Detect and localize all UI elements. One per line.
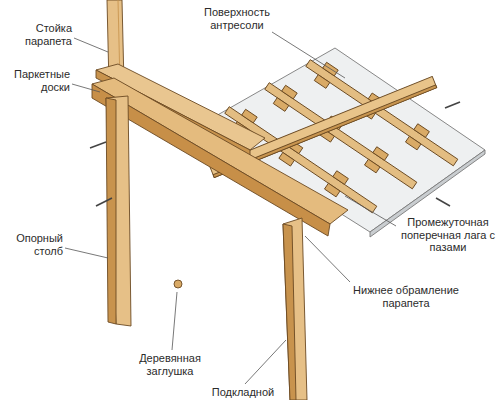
part-label: Стойка парапета bbox=[10, 22, 72, 47]
part-label: Подкладной bbox=[206, 386, 280, 399]
part-label: Нижнее обрамление парапета bbox=[350, 284, 462, 309]
part-label: Поверхность антресоли bbox=[196, 6, 278, 31]
part-label: Опорный столб bbox=[6, 232, 63, 257]
frame-beam bbox=[92, 78, 348, 224]
part-label: Деревянная заглушка bbox=[128, 352, 212, 377]
part-label: Паркетные доски bbox=[8, 68, 70, 93]
part-label: Промежуточная поперечная лага с пазами bbox=[398, 216, 498, 254]
support-post bbox=[283, 218, 307, 400]
screw bbox=[90, 102, 460, 206]
leader-lines bbox=[65, 32, 396, 384]
joist bbox=[302, 54, 462, 172]
wooden-plug bbox=[174, 280, 182, 288]
support-post bbox=[106, 96, 131, 326]
